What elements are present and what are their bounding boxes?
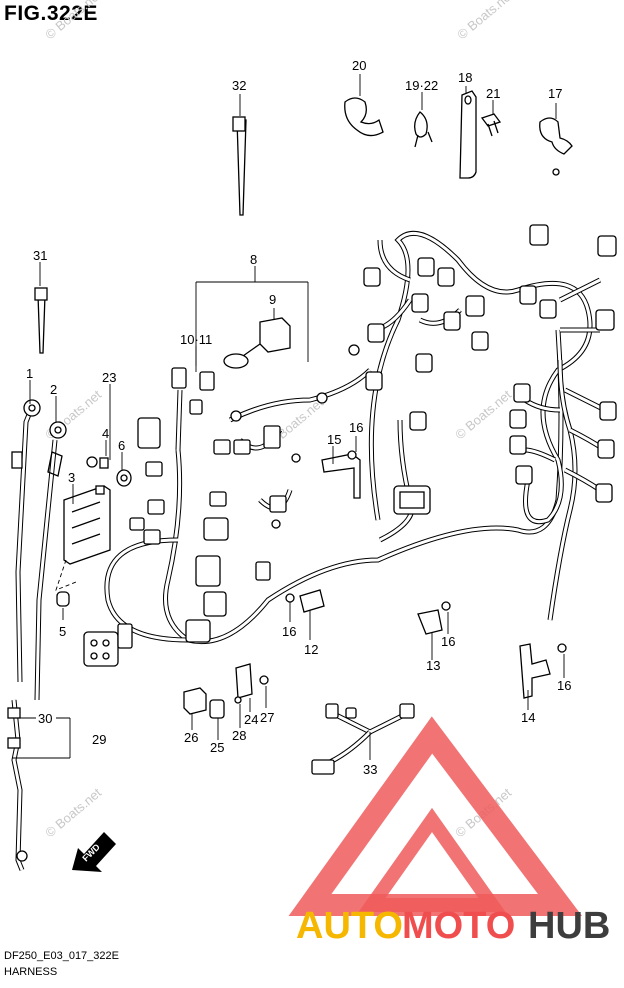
callout-18: 18: [458, 70, 472, 85]
grommet-6: [116, 469, 132, 487]
fwd-arrow-icon: FWD: [72, 832, 116, 872]
callout-31: 31: [33, 248, 47, 263]
cable-tie-32: [232, 116, 247, 216]
battery-cable-2: [34, 421, 67, 701]
bracket-13: [417, 601, 451, 635]
cable-tie-31: [34, 287, 48, 354]
washer-28: [234, 696, 242, 704]
bracket-14: [519, 643, 567, 699]
callout-8: 8: [250, 252, 257, 267]
callout-30: 30: [38, 711, 52, 726]
watermark-text: © Boats.net: [42, 785, 104, 841]
brand-logo-mark: [288, 716, 583, 916]
cap-26: [183, 687, 207, 715]
callout-29: 29: [92, 732, 106, 747]
bolt-4: [86, 456, 109, 469]
watermark-text: © Boats.net: [452, 387, 514, 443]
callout-3: 3: [68, 470, 75, 485]
callout-12: 12: [304, 642, 318, 657]
callout-27: 27: [260, 710, 274, 725]
callout-24: 24: [244, 712, 258, 727]
relay-9: [223, 317, 291, 369]
callout-26: 26: [184, 730, 198, 745]
callout-28: 28: [232, 728, 246, 743]
callout-16c: 16: [441, 634, 455, 649]
callout-20: 20: [352, 58, 366, 73]
bracket-12: [285, 589, 325, 613]
watermarks: © Boats.net © Boats.net © Boats.net © Bo…: [42, 0, 516, 840]
brand-auto: AUTO: [296, 905, 403, 947]
callout-9: 9: [269, 292, 276, 307]
lead-wire-29: [7, 699, 28, 871]
figure-code: DF250_E03_017_322E: [4, 950, 119, 962]
callout-10-11: 10·11: [180, 332, 212, 347]
callout-19-22: 19·22: [405, 78, 438, 93]
callout-5: 5: [59, 624, 66, 639]
clamp-20: [344, 97, 384, 137]
bracket-18: [459, 90, 477, 179]
brand-hub: HUB: [528, 905, 610, 947]
figure-caption: HARNESS: [4, 966, 58, 978]
callout-25: 25: [210, 740, 224, 755]
callout-13: 13: [426, 658, 440, 673]
callout-4: 4: [102, 426, 109, 441]
callout-33: 33: [363, 762, 377, 777]
callout-32: 32: [232, 78, 246, 93]
grommet-5: [56, 591, 70, 607]
watermark-text: © Boats.net: [42, 0, 104, 42]
callout-21: 21: [486, 86, 500, 101]
leader-lines: [12, 74, 565, 760]
brand-wordmark: AUTO MOTO HUB: [296, 905, 610, 947]
clip-19-22: [414, 111, 433, 148]
bolt-21: [480, 113, 502, 137]
callout-16d: 16: [557, 678, 571, 693]
callout-2: 2: [50, 382, 57, 397]
callout-23: 23: [102, 370, 116, 385]
callout-15: 15: [327, 432, 341, 447]
clamp-17: [539, 117, 573, 176]
callout-14: 14: [521, 710, 535, 725]
callout-6: 6: [118, 438, 125, 453]
bracket-3: [63, 485, 111, 565]
callout-labels: 32 31 20 19·22 18 21 17 1 2 23 3 4 6 5 8…: [26, 58, 571, 777]
brand-moto: MOTO: [402, 905, 515, 947]
callout-1: 1: [26, 366, 33, 381]
callout-16a: 16: [349, 420, 363, 435]
battery-cable-1: [11, 399, 41, 683]
watermark-text: © Boats.net: [454, 0, 516, 42]
callout-17: 17: [548, 86, 562, 101]
bracket-24: [235, 663, 269, 699]
harness-connectors: [83, 224, 617, 667]
leader-dashed: [55, 559, 77, 591]
callout-16b: 16: [282, 624, 296, 639]
cap-25: [209, 699, 225, 719]
figure-title: FIG.322E: [4, 2, 98, 25]
bracket-15: [321, 450, 361, 499]
